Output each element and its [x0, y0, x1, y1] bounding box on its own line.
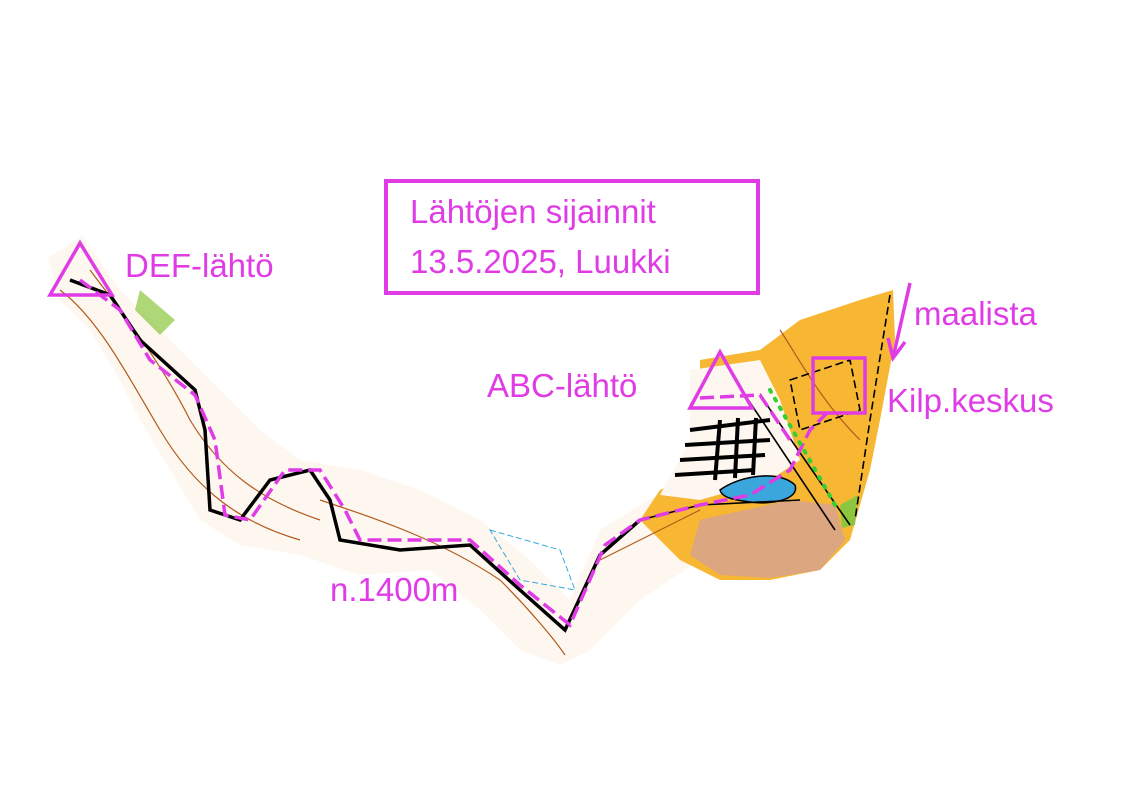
title-line-2: 13.5.2025, Luukki — [410, 243, 671, 280]
def-start-triangle-icon — [46, 239, 116, 297]
course-line — [78, 278, 832, 628]
arrow-from-finish-icon — [886, 282, 912, 362]
event-centre-square-icon — [811, 356, 867, 415]
abc-start-triangle-icon — [687, 348, 756, 410]
distance-label: n.1400m — [330, 571, 459, 608]
event-centre-label: Kilp.keskus — [887, 382, 1054, 419]
green-patch — [135, 290, 175, 335]
abc-start-label: ABC-lähtö — [487, 367, 638, 404]
title-line-1: Lähtöjen sijainnit — [410, 193, 656, 230]
building-grid — [674, 417, 771, 481]
marsh — [488, 529, 576, 591]
paved-area — [690, 500, 845, 578]
green-dotted-line — [768, 388, 837, 507]
course-line-abc — [699, 393, 792, 441]
def-start-label: DEF-lähtö — [125, 247, 274, 284]
green-patch — [840, 495, 858, 528]
map-terrain-left — [48, 236, 700, 665]
title-box: Lähtöjen sijainnit 13.5.2025, Luukki — [384, 179, 760, 295]
from-finish-label: maalista — [914, 295, 1037, 332]
